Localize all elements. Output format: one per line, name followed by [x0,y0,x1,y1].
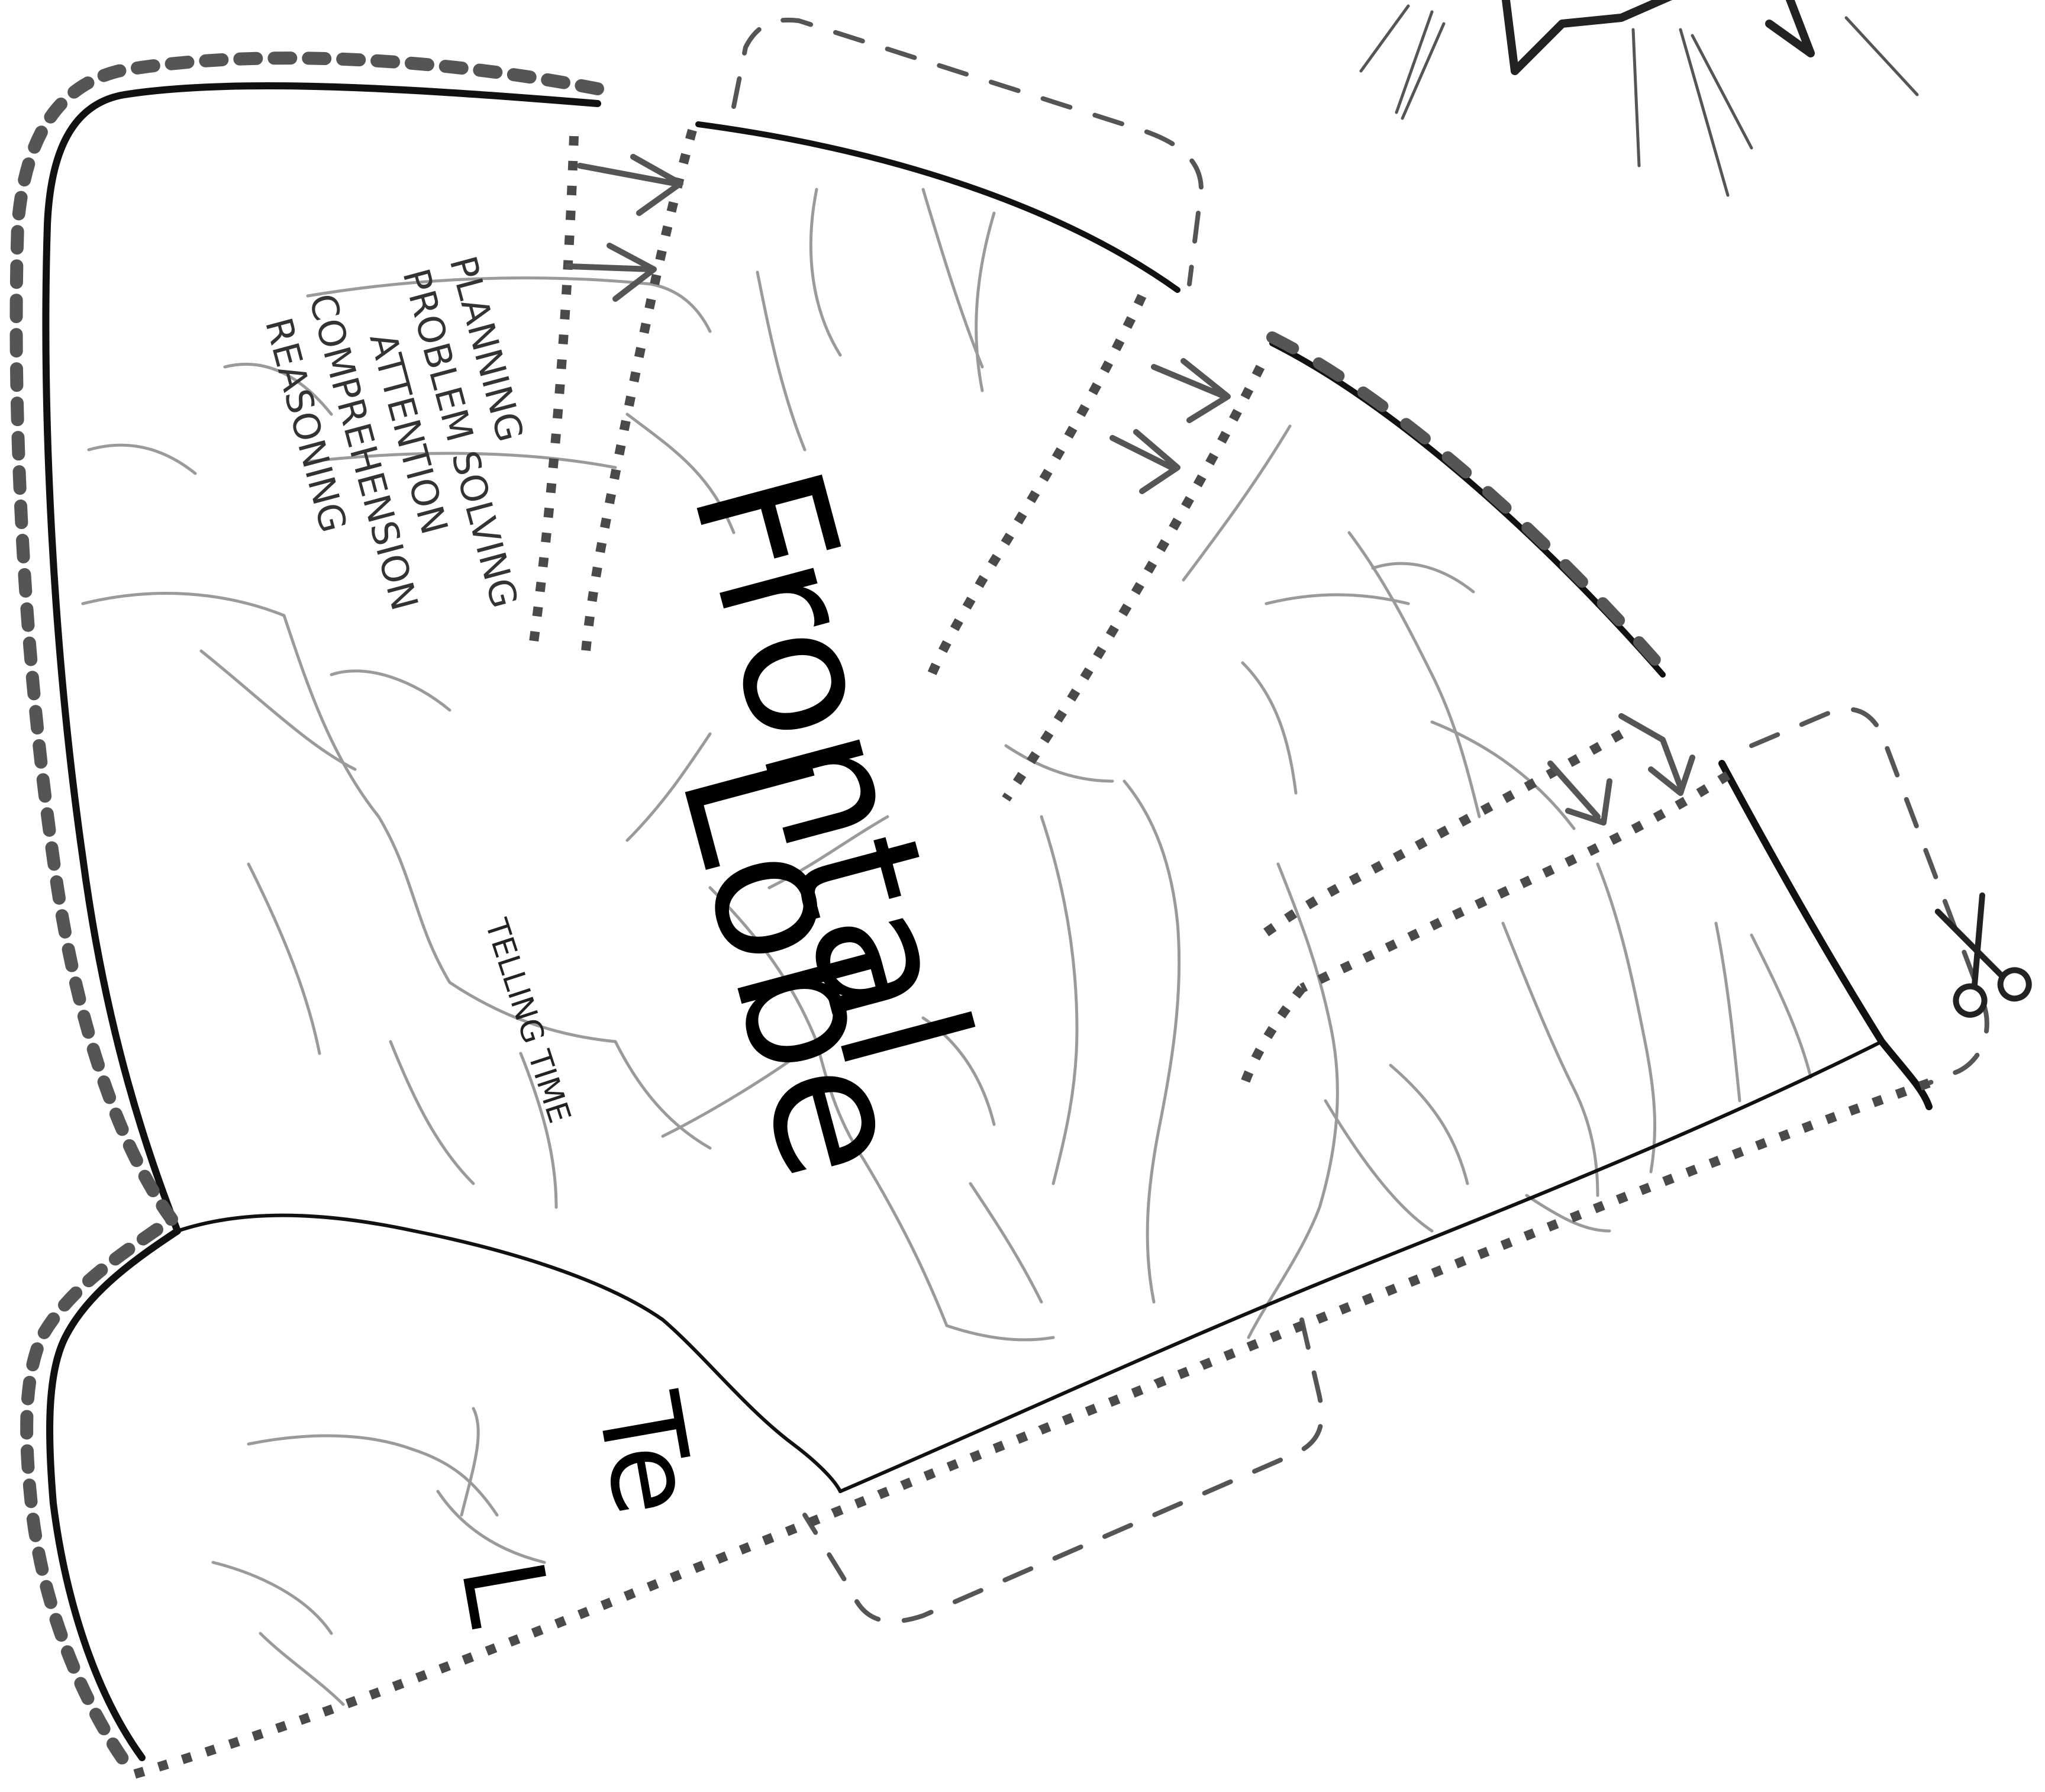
flap-top [731,17,1204,286]
flap-bottom [802,1317,1324,1624]
flap-right [1749,707,1989,1085]
fold-short [1238,985,1306,1091]
arrow-icon [1618,713,1695,796]
bottom-edge [838,1040,1883,1493]
temporal-label: Te [572,1384,721,1524]
fold-1-left [528,136,579,652]
svg-text:TELLING TIME: TELLING TIME [478,914,577,1127]
fold-2-right [1002,365,1265,802]
temporal-line-1: Te [572,1384,721,1524]
lobe-outline [9,51,1933,1776]
right-edge [1718,760,1933,1110]
outer-outline [42,82,601,1761]
flap-2-top-dash [1266,331,1669,675]
arrow-icon [565,243,657,302]
arrow-icon [577,154,683,216]
outer-cut-dashes [9,51,604,1776]
fold-3-lower [1251,730,1624,945]
fold-arrows [565,154,1695,826]
star-burst-icon [1359,0,1919,197]
arrow-icon [1151,358,1231,423]
flap-1-top [695,121,1180,293]
temporal-label-2: L [436,1550,575,1635]
scissors-icon[interactable] [1924,891,2033,1019]
arrow-icon [1109,429,1180,494]
temporal-boundary [176,1213,842,1493]
fold-bottom [128,1078,1931,1780]
temporal-line-2: L [436,1550,575,1635]
fold-3-upper [1299,771,1731,993]
arrow-icon [1547,760,1612,826]
function-list: PLANNING PROBLEM SOLVING ATTENTION COMPR… [257,252,532,615]
telling-time-label: TELLING TIME [478,914,577,1127]
fold-2-left [924,294,1147,682]
flap-2-top [1269,340,1666,678]
glue-flaps [731,17,1989,1624]
brain-sulci [81,188,1812,1706]
